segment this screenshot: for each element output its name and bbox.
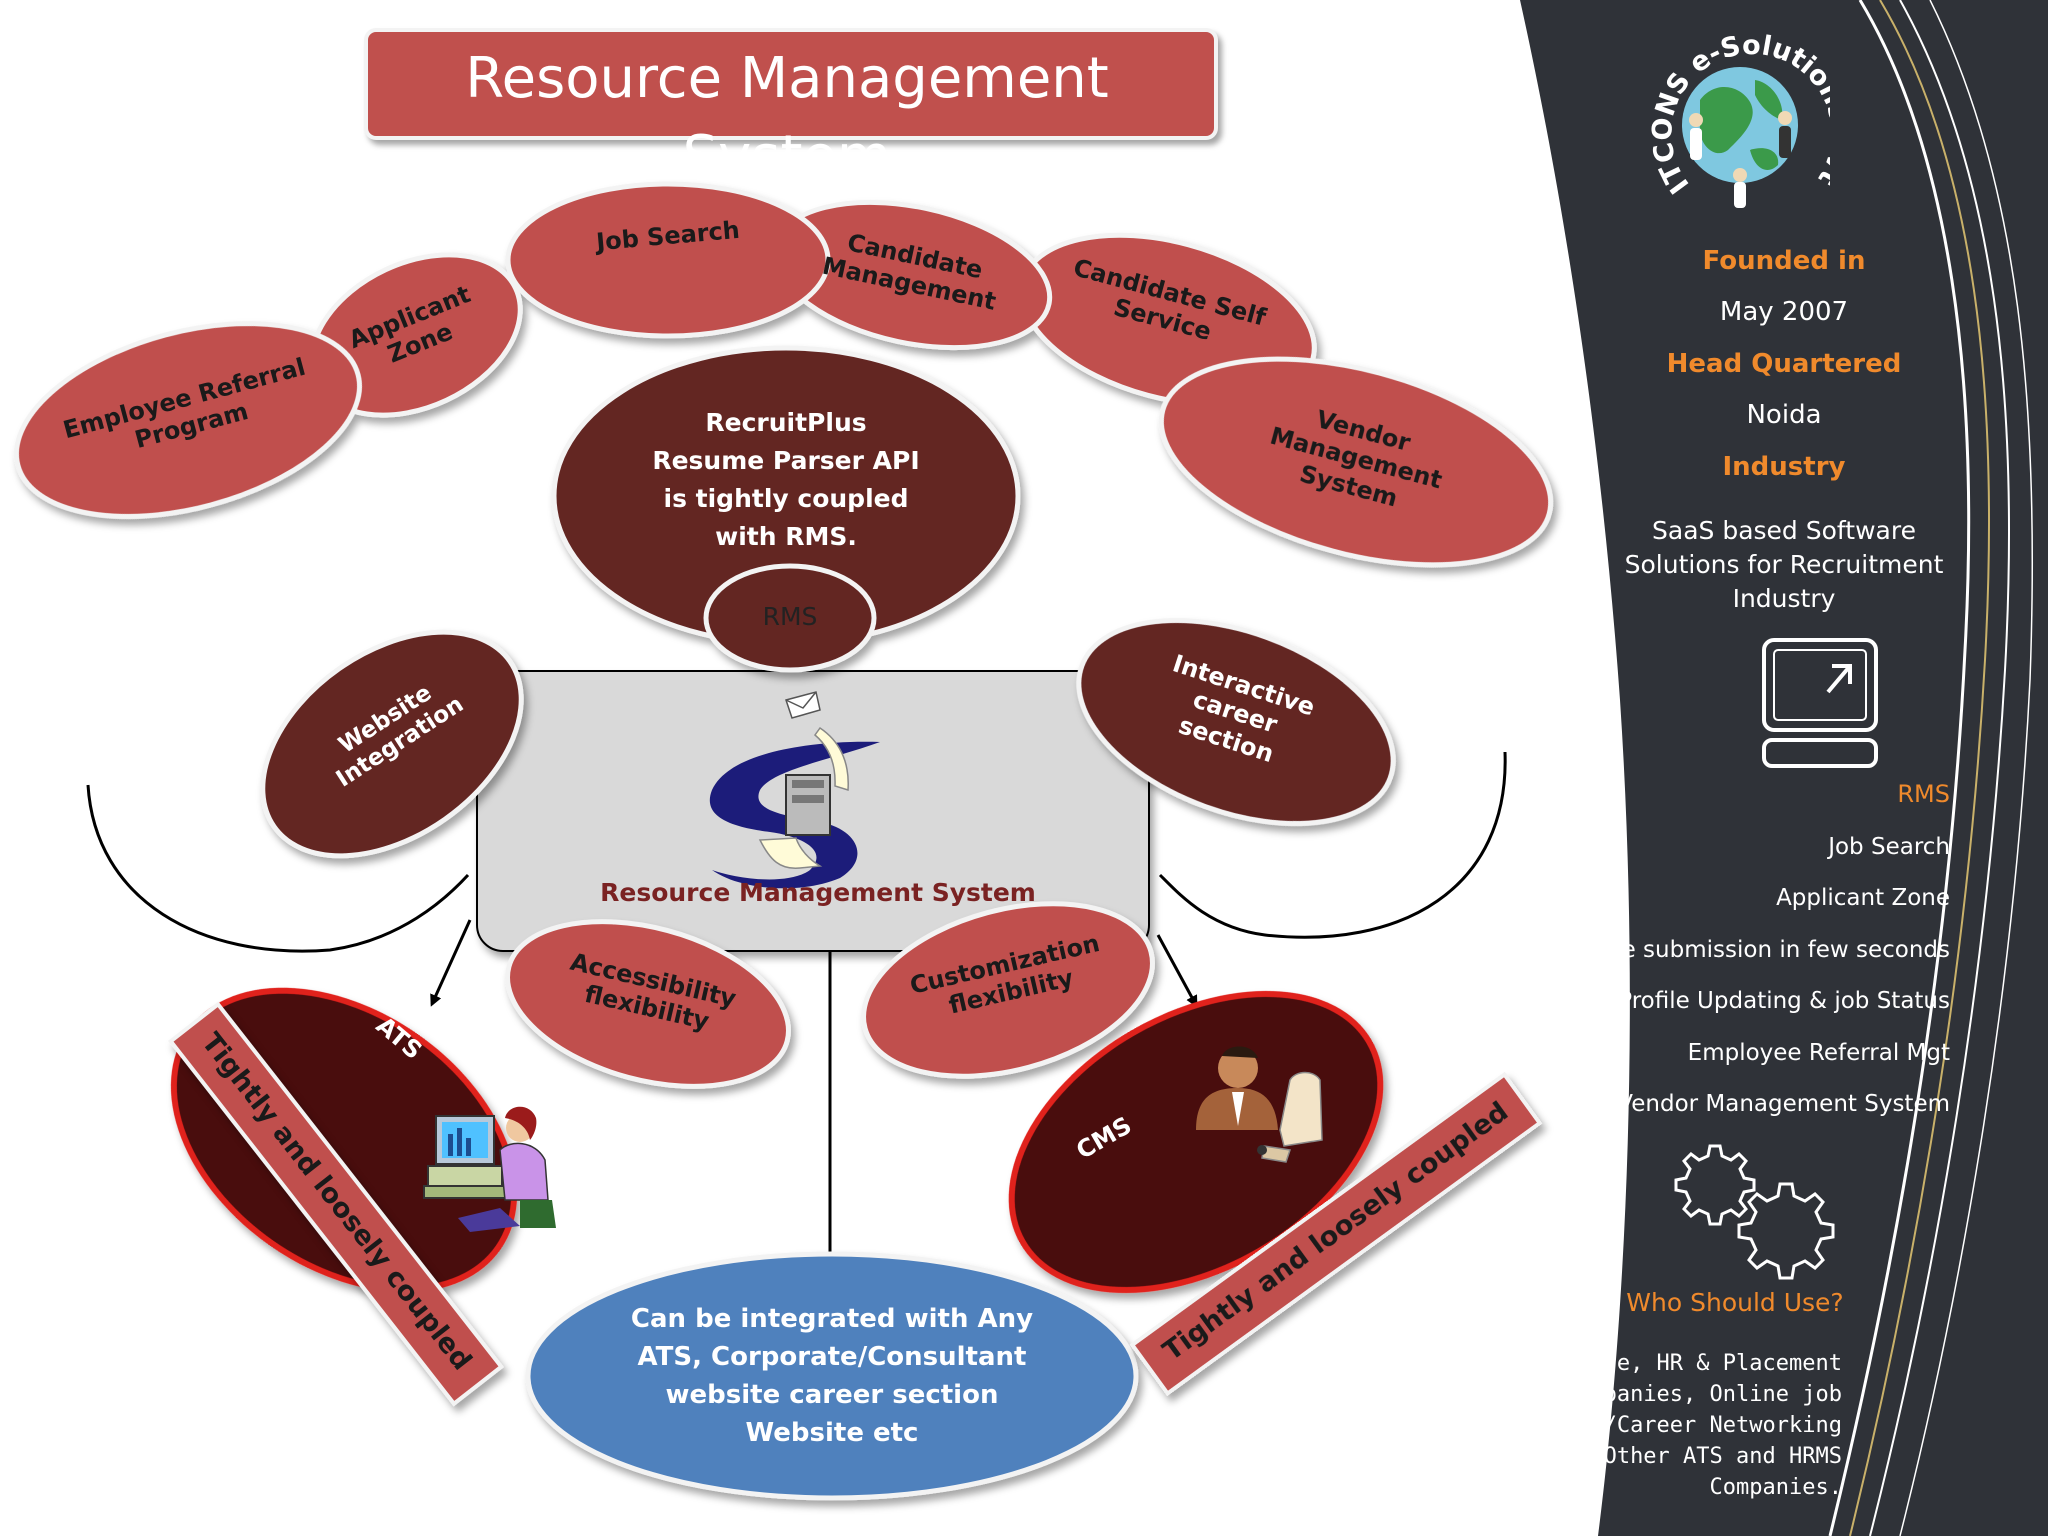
ats-person-icon [423, 1106, 556, 1232]
page-title: Resource Management System [465, 46, 1109, 189]
title-banner [364, 28, 1218, 140]
bubble-website-integration [260, 629, 524, 859]
bubble-rms [703, 563, 877, 673]
hq-value: Noida [1746, 400, 1822, 430]
rms-logo-icon [709, 691, 880, 889]
coupled-banner-right [1129, 1071, 1543, 1397]
who-should-use-value: Corporate, HR & Placement companies, Onl… [1510, 1351, 1842, 1500]
cms-person-icon [1196, 1046, 1323, 1163]
bubble-vendor-management [1158, 356, 1554, 568]
bubble-ats [170, 987, 518, 1293]
rms-feature-profile-updating: Profile Updating & job Status [1618, 988, 1950, 1014]
computer-icon [1762, 638, 1878, 768]
bubble-integration [525, 1251, 1139, 1501]
bubble-customization [861, 901, 1155, 1079]
bubble-interactive-career [1076, 618, 1396, 826]
industry-value: SaaS based Software Solutions for Recrui… [1624, 516, 1944, 613]
coupled-banner-left [167, 1001, 505, 1407]
arrow-to-cms [1156, 934, 1198, 1008]
bubble-employee-referral [13, 321, 363, 519]
arrow-to-ats [430, 919, 472, 1007]
bubble-job-search [505, 181, 831, 339]
gears-icon [1674, 1144, 1835, 1280]
rms-feature-profile-submission: Profile submission in few seconds [1564, 937, 1950, 963]
rms-feature-job-search: Job Search [1828, 834, 1950, 860]
rms-feature-vendor-management: Vendor Management System [1617, 1091, 1950, 1117]
hq-label: Head Quartered [1666, 349, 1902, 379]
bubble-rms-label: RMS [762, 602, 818, 631]
left-arc [86, 784, 470, 953]
rms-feature-employee-referral: Employee Referral Mgt [1687, 1040, 1950, 1066]
who-should-use-label: Who Should Use? [1626, 1288, 1844, 1317]
industry-label: Industry [1722, 452, 1846, 482]
bubble-integration-label: Can be integrated with Any ATS, Corporat… [630, 1304, 1034, 1448]
bubble-recruitplus-label: RecruitPlus Resume Parser API is tightly… [652, 408, 920, 551]
founded-label: Founded in [1702, 246, 1866, 276]
right-arc [1158, 751, 1507, 939]
sidebar-rms-label: RMS [1897, 780, 1950, 808]
rms-feature-applicant-zone: Applicant Zone [1776, 885, 1950, 911]
company-logo [1682, 67, 1798, 208]
center-box-label: Resource Management System [600, 878, 1036, 907]
company-logo-text: ITCONS e-Solutions Pvt Ltd [1650, 25, 1830, 200]
founded-value: May 2007 [1719, 297, 1849, 327]
bubble-accessibility [505, 919, 791, 1089]
